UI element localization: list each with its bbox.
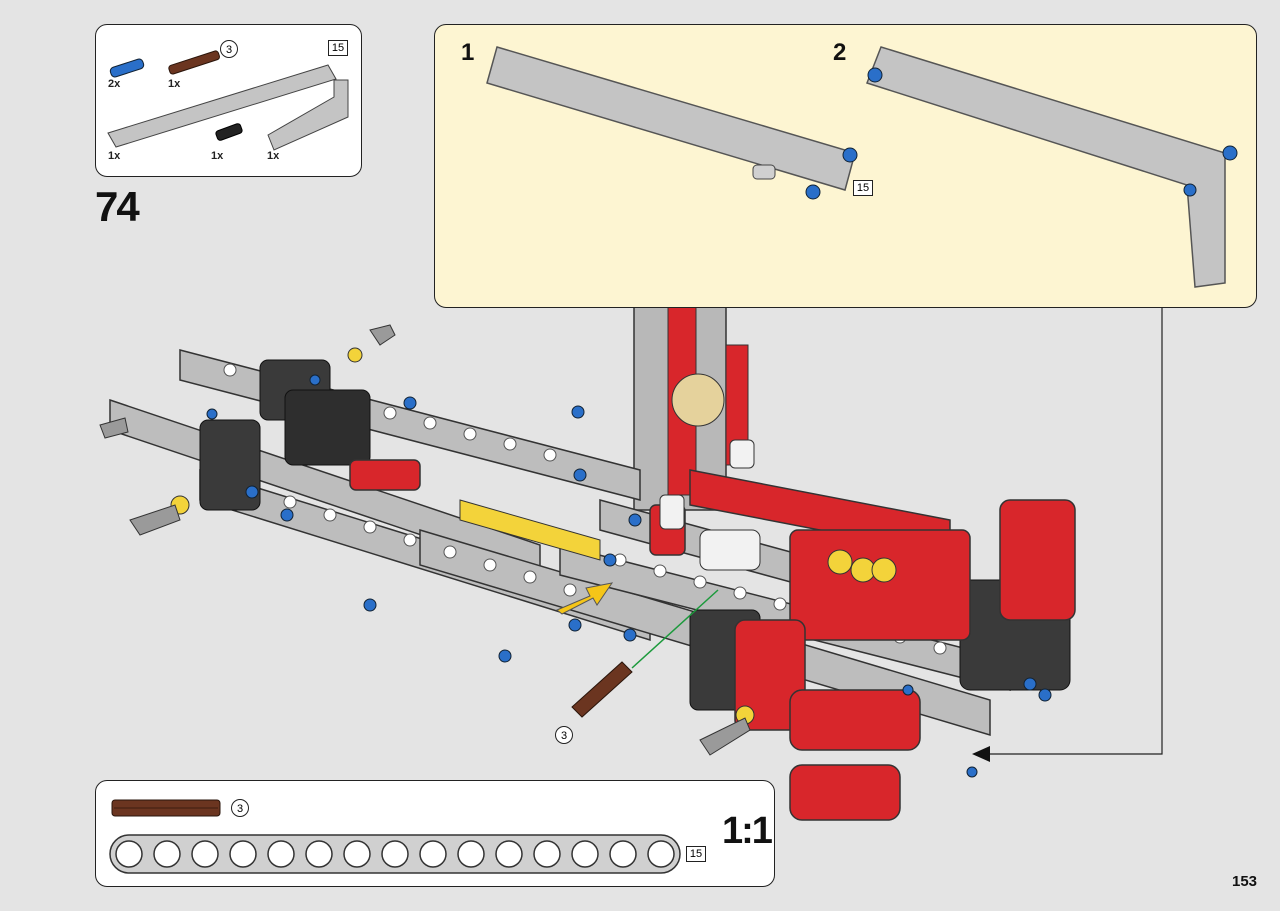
substep-2-l-beam: [866, 46, 1238, 288]
subassembly-panel: 1 2 15: [434, 24, 1257, 308]
substep-2-label: 2: [833, 39, 847, 66]
blue-pin-qty: 2x: [108, 78, 121, 90]
white-bushings: [659, 439, 761, 571]
vertical-column: [633, 304, 749, 511]
parts-list-illustration: [107, 50, 349, 151]
parts-list-panel: 3 15 2x 1x 1x 1x 1x: [95, 24, 362, 177]
scale-label: 1:1: [722, 810, 773, 852]
l-beam-icon: [267, 79, 349, 151]
gray-beam-qty: 1x: [108, 150, 121, 162]
scale-illustration: [109, 799, 681, 874]
axle-scale-icon: [111, 799, 221, 817]
gray-beam-icon: [107, 64, 337, 148]
axle-ends: [99, 324, 751, 756]
substep-1-beam: [486, 46, 858, 200]
dark-frame-parts: [199, 359, 1071, 711]
beam-length-badge: 15: [328, 40, 348, 56]
beam-scale-length: 15: [686, 846, 706, 862]
substep-1-label: 1: [461, 39, 475, 66]
scale-reference-panel: 3 15: [95, 780, 775, 887]
step-number: 74: [95, 183, 140, 230]
black-connector-qty: 1x: [211, 150, 224, 162]
yellow-axle: [459, 499, 601, 561]
subassembly-illustration: [486, 46, 1238, 288]
blue-pin-icon: [109, 58, 145, 78]
blue-pins: [206, 374, 1052, 778]
l-beam-qty: 1x: [267, 150, 280, 162]
brown-axle-qty: 1x: [168, 78, 181, 90]
callout-arrow: [972, 308, 1163, 762]
axle-scale-length: 3: [231, 799, 249, 817]
page-number: 153: [1232, 873, 1258, 890]
brown-axle-icon: [168, 50, 220, 75]
substep-1-length-badge: 15: [853, 180, 873, 196]
guide-line: [631, 589, 719, 669]
brown-axle-part: [571, 661, 633, 718]
axle-length-callout: 3: [555, 726, 573, 744]
axle-length-badge: 3: [220, 40, 238, 58]
yellow-gears: [170, 347, 897, 725]
beam-scale-icon: [109, 834, 681, 874]
insert-arrow: [556, 582, 614, 615]
black-connector-icon: [215, 123, 243, 141]
